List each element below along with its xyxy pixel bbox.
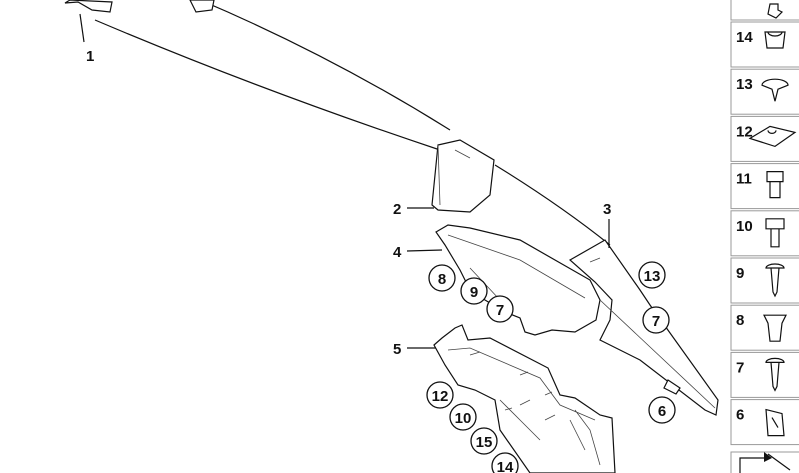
legend-item-11: 11 (730, 163, 799, 210)
legend-item-8: 8 (730, 304, 799, 351)
legend-number: 6 (736, 407, 744, 424)
expanding-nut-icon (763, 314, 787, 342)
svg-text:7: 7 (652, 313, 660, 330)
svg-text:13: 13 (644, 268, 661, 285)
callout-15: 15 (470, 427, 498, 455)
callout-10: 10 (449, 403, 477, 431)
callout-9: 9 (460, 277, 488, 305)
part-4-pillar-trim (435, 224, 601, 336)
legend-number: 13 (736, 76, 753, 93)
svg-text:6: 6 (658, 403, 666, 420)
callout-7: 7 (486, 295, 514, 323)
svg-text:12: 12 (432, 388, 449, 405)
callout-6: 6 (648, 396, 676, 424)
u-clip-nut-icon (748, 125, 797, 148)
tapping-screw-icon (765, 263, 785, 298)
callout-13: 13 (638, 261, 666, 289)
svg-text:8: 8 (438, 271, 446, 288)
tapping-screw-icon (765, 357, 785, 392)
callout-12: 12 (426, 381, 454, 409)
legend-item-6: 6 (730, 399, 799, 446)
part-label-1: 1 (86, 48, 94, 65)
leader-lines (79, 13, 610, 349)
legend-item-10: 10 (730, 210, 799, 257)
part-1-rail-trim (64, 0, 611, 246)
svg-text:15: 15 (476, 434, 493, 451)
part-label-4: 4 (393, 244, 402, 261)
arrow-icon (739, 453, 791, 473)
legend-number: 9 (736, 265, 744, 282)
svg-text:9: 9 (470, 284, 478, 301)
bushing-icon (764, 31, 786, 49)
part-5-lower-trim (433, 324, 616, 473)
hex-bolt-icon (765, 218, 785, 248)
part-label-3: 3 (603, 201, 611, 218)
svg-text:7: 7 (496, 302, 504, 319)
socket-screw-icon (766, 171, 784, 199)
expanding-rivet-icon (761, 78, 789, 102)
legend-item-9: 9 (730, 257, 799, 304)
callout-7b: 7 (642, 306, 670, 334)
svg-text:14: 14 (497, 459, 514, 473)
legend-item-14: 14 (730, 21, 799, 68)
legend-number: 14 (736, 29, 753, 46)
part-label-2: 2 (393, 201, 401, 218)
svg-text:10: 10 (455, 410, 472, 427)
part-label-5: 5 (393, 341, 401, 358)
legend-number: 11 (736, 171, 752, 188)
callout-8: 8 (428, 264, 456, 292)
legend-number: 7 (736, 359, 744, 376)
part-3-trim (568, 239, 719, 416)
legend-number: 10 (736, 218, 753, 235)
screw-icon (767, 3, 784, 19)
legend-number: 8 (736, 312, 744, 329)
callout-14: 14 (491, 452, 519, 473)
spring-clip-icon (765, 408, 785, 437)
legend-item-7: 7 (730, 351, 799, 398)
legend-number: 12 (736, 123, 753, 140)
fastener-legend: 14 13 12 11 10 9 8 7 6 (730, 0, 799, 473)
legend-item-12: 12 (730, 115, 799, 162)
legend-item-13: 13 (730, 68, 799, 115)
part-2-cover (431, 139, 495, 213)
